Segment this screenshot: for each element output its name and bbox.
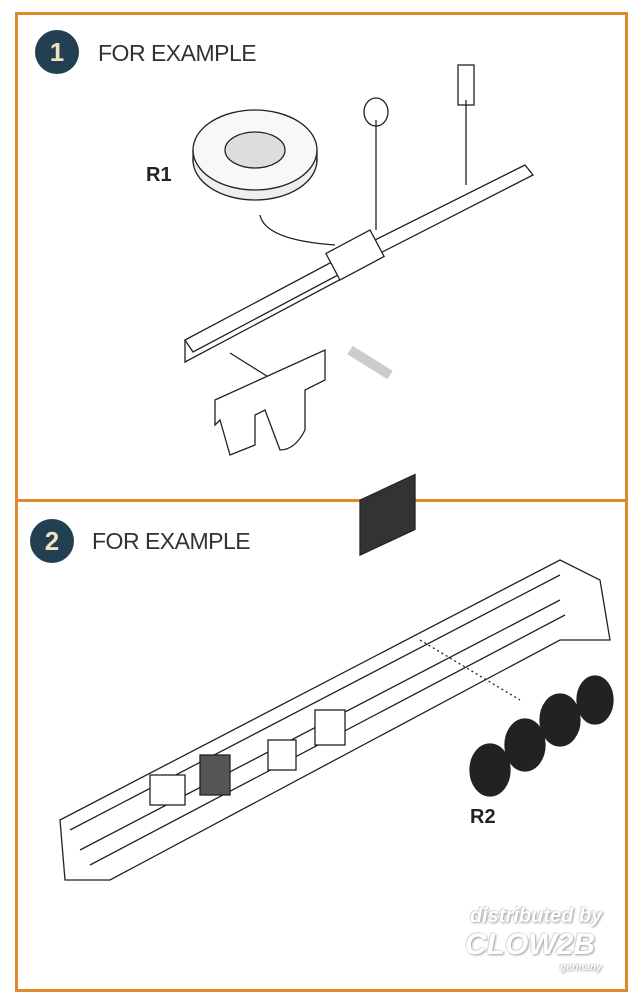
sight-part	[363, 97, 389, 127]
instruction-frame	[15, 12, 628, 992]
part-label-r2: R2	[470, 806, 496, 828]
watermark-line1: distributed by	[470, 905, 603, 927]
step-divider	[15, 499, 628, 502]
track-guard	[59, 473, 611, 881]
part-label-r1: R1	[146, 164, 172, 186]
drum-arrow	[259, 214, 336, 246]
gun-barrel	[184, 164, 535, 364]
tread-panel	[359, 473, 416, 557]
grip-arrow	[229, 352, 271, 379]
stowage-box	[314, 709, 346, 746]
stowage-box	[199, 754, 231, 796]
ammo-drum	[192, 109, 318, 201]
pin-part	[347, 345, 393, 380]
step-1-badge: 1	[35, 30, 79, 74]
stowage-box	[267, 739, 297, 771]
stowage-box	[149, 774, 186, 806]
watermark-line3: germany	[560, 962, 602, 973]
bipod-part	[457, 64, 475, 106]
step-1-title: FOR EXAMPLE	[98, 40, 257, 66]
road-wheels	[469, 675, 614, 797]
step-2-badge: 2	[30, 519, 74, 563]
watermark-logo: CLOW2B	[465, 928, 595, 961]
step-2-title: FOR EXAMPLE	[92, 528, 251, 554]
trigger-grip	[214, 348, 326, 456]
